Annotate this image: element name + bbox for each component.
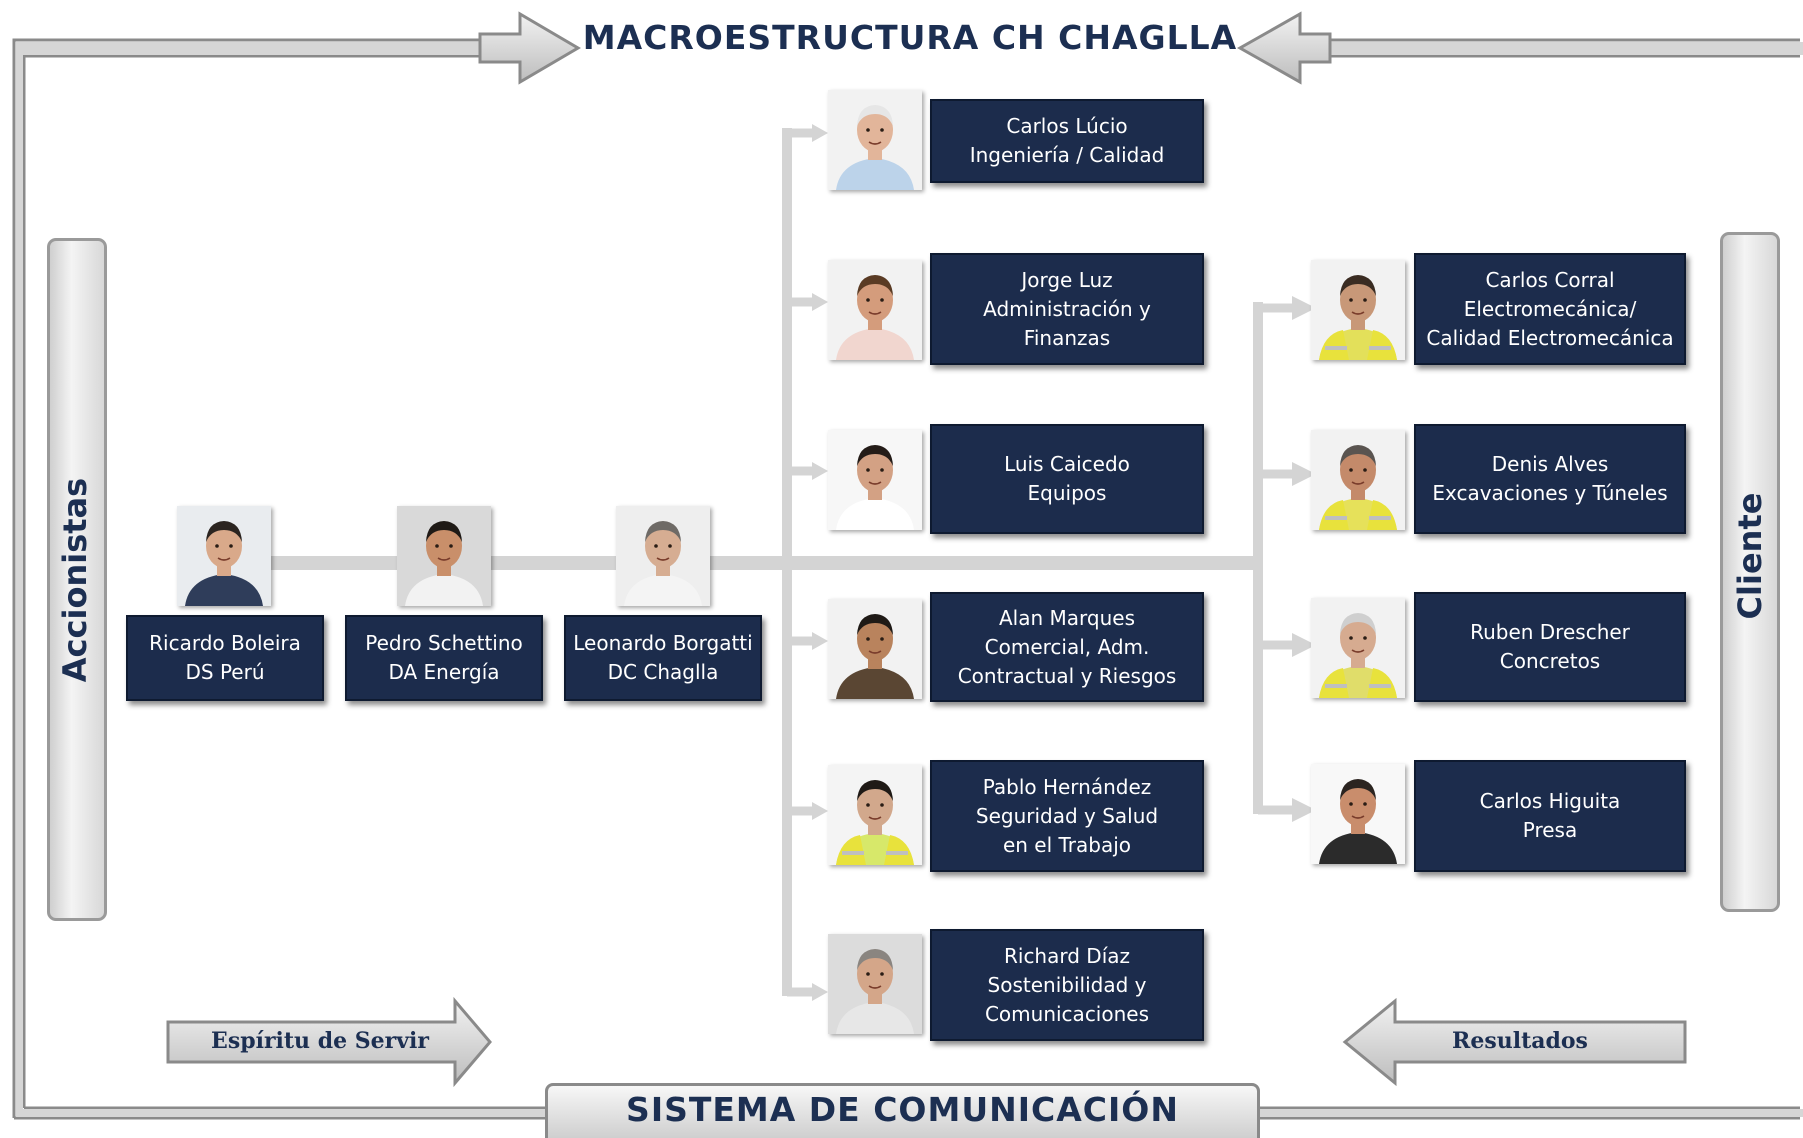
ruben-drescher-box: Ruben Drescher Concretos bbox=[1414, 592, 1686, 702]
person-role-2: en el Trabajo bbox=[1002, 832, 1132, 857]
footer-bar bbox=[545, 1083, 1260, 1138]
person-role-2: Comunicaciones bbox=[984, 1001, 1150, 1026]
person-name: Carlos Higuita bbox=[1479, 789, 1621, 813]
denis-alves-box: Denis Alves Excavaciones y Túneles bbox=[1414, 424, 1686, 534]
luis-caicedo-photo bbox=[828, 430, 922, 530]
ruben-drescher-photo bbox=[1311, 598, 1405, 698]
leonardo-borgatti-box: Leonardo Borgatti DC Chaglla bbox=[564, 615, 762, 701]
person-name: Pablo Hernández bbox=[982, 774, 1152, 799]
ricardo-boleira-photo bbox=[177, 506, 271, 606]
jorge-luz-photo bbox=[828, 260, 922, 360]
portrait-icon bbox=[1311, 598, 1405, 698]
cliente-label: Cliente bbox=[1731, 492, 1769, 620]
portrait-icon bbox=[828, 934, 922, 1034]
person-role: Equipos bbox=[1027, 481, 1107, 505]
person-name: Jorge Luz bbox=[1021, 267, 1113, 292]
connector-arrowheads bbox=[812, 124, 1316, 1001]
person-role: Presa bbox=[1522, 818, 1578, 842]
portrait-icon bbox=[177, 506, 271, 606]
carlos-lucio-box: Carlos Lúcio Ingeniería / Calidad bbox=[930, 99, 1204, 183]
denis-alves-photo bbox=[1311, 430, 1405, 530]
portrait-icon bbox=[828, 260, 922, 360]
accionistas-label: Accionistas bbox=[56, 477, 94, 683]
person-name: Richard Díaz bbox=[1003, 943, 1130, 968]
jorge-luz-box: Jorge Luz Administración y Finanzas bbox=[930, 253, 1204, 365]
person-role: Administración y bbox=[983, 296, 1151, 321]
carlos-higuita-photo bbox=[1311, 764, 1405, 864]
person-role: Electromecánica/ bbox=[1463, 296, 1637, 321]
person-role-2: Contractual y Riesgos bbox=[957, 663, 1177, 688]
ricardo-boleira-box: Ricardo Boleira DS Perú bbox=[126, 615, 324, 701]
person-role: Ingeniería / Calidad bbox=[969, 143, 1165, 167]
portrait-icon bbox=[828, 599, 922, 699]
accionistas-bar bbox=[47, 238, 107, 921]
pedro-schettino-photo bbox=[397, 506, 491, 606]
diagram-title: MACROESTRUCTURA CH CHAGLLA bbox=[582, 18, 1238, 57]
portrait-icon bbox=[397, 506, 491, 606]
alan-marques-box: Alan Marques Comercial, Adm. Contractual… bbox=[930, 592, 1204, 702]
portrait-icon bbox=[828, 430, 922, 530]
alan-marques-photo bbox=[828, 599, 922, 699]
top-left-arrow bbox=[478, 11, 581, 85]
person-role-2: Finanzas bbox=[1023, 325, 1111, 350]
person-role: DC Chaglla bbox=[607, 660, 719, 684]
leonardo-borgatti-photo bbox=[616, 506, 710, 606]
portrait-icon bbox=[616, 506, 710, 606]
person-name: Carlos Lúcio bbox=[1006, 114, 1128, 138]
carlos-lucio-photo bbox=[828, 90, 922, 190]
espiritu-label: Espíritu de Servir bbox=[211, 1028, 429, 1054]
person-name: Ruben Drescher bbox=[1470, 620, 1630, 644]
person-role: Seguridad y Salud bbox=[975, 803, 1159, 828]
portrait-icon bbox=[828, 90, 922, 190]
person-role: Sostenibilidad y bbox=[987, 972, 1147, 997]
carlos-corral-photo bbox=[1311, 260, 1405, 360]
pablo-hernandez-photo bbox=[828, 765, 922, 865]
portrait-icon bbox=[1311, 260, 1405, 360]
outer-frame bbox=[12, 38, 1800, 1120]
pablo-hernandez-box: Pablo Hernández Seguridad y Salud en el … bbox=[930, 760, 1204, 872]
luis-caicedo-box: Luis Caicedo Equipos bbox=[930, 424, 1204, 534]
pedro-schettino-box: Pedro Schettino DA Energía bbox=[345, 615, 543, 701]
espiritu-arrow bbox=[166, 996, 492, 1088]
person-name: Ricardo Boleira bbox=[149, 631, 301, 655]
resultados-arrow bbox=[1342, 997, 1687, 1087]
carlos-corral-box: Carlos Corral Electromecánica/ Calidad E… bbox=[1414, 253, 1686, 365]
richard-diaz-box: Richard Díaz Sostenibilidad y Comunicaci… bbox=[930, 929, 1204, 1041]
cliente-bar bbox=[1720, 232, 1780, 912]
person-name: Pedro Schettino bbox=[365, 631, 523, 655]
person-role: Concretos bbox=[1499, 649, 1601, 673]
connectors bbox=[270, 128, 1263, 996]
richard-diaz-photo bbox=[828, 934, 922, 1034]
person-role: DS Perú bbox=[185, 660, 265, 684]
portrait-icon bbox=[828, 765, 922, 865]
person-name: Luis Caicedo bbox=[1004, 452, 1130, 476]
portrait-icon bbox=[1311, 764, 1405, 864]
person-name: Alan Marques bbox=[998, 605, 1135, 630]
person-role: Excavaciones y Túneles bbox=[1432, 481, 1668, 505]
person-name: Leonardo Borgatti bbox=[573, 631, 753, 655]
portrait-icon bbox=[1311, 430, 1405, 530]
carlos-higuita-box: Carlos Higuita Presa bbox=[1414, 760, 1686, 872]
person-name: Carlos Corral bbox=[1485, 267, 1615, 292]
person-role: DA Energía bbox=[388, 660, 500, 684]
footer-title: SISTEMA DE COMUNICACIÓN bbox=[626, 1090, 1179, 1129]
resultados-label: Resultados bbox=[1452, 1028, 1588, 1054]
top-right-arrow bbox=[1236, 11, 1332, 85]
person-name: Denis Alves bbox=[1491, 452, 1609, 476]
person-role-2: Calidad Electromecánica bbox=[1426, 325, 1674, 350]
person-role: Comercial, Adm. bbox=[984, 634, 1150, 659]
